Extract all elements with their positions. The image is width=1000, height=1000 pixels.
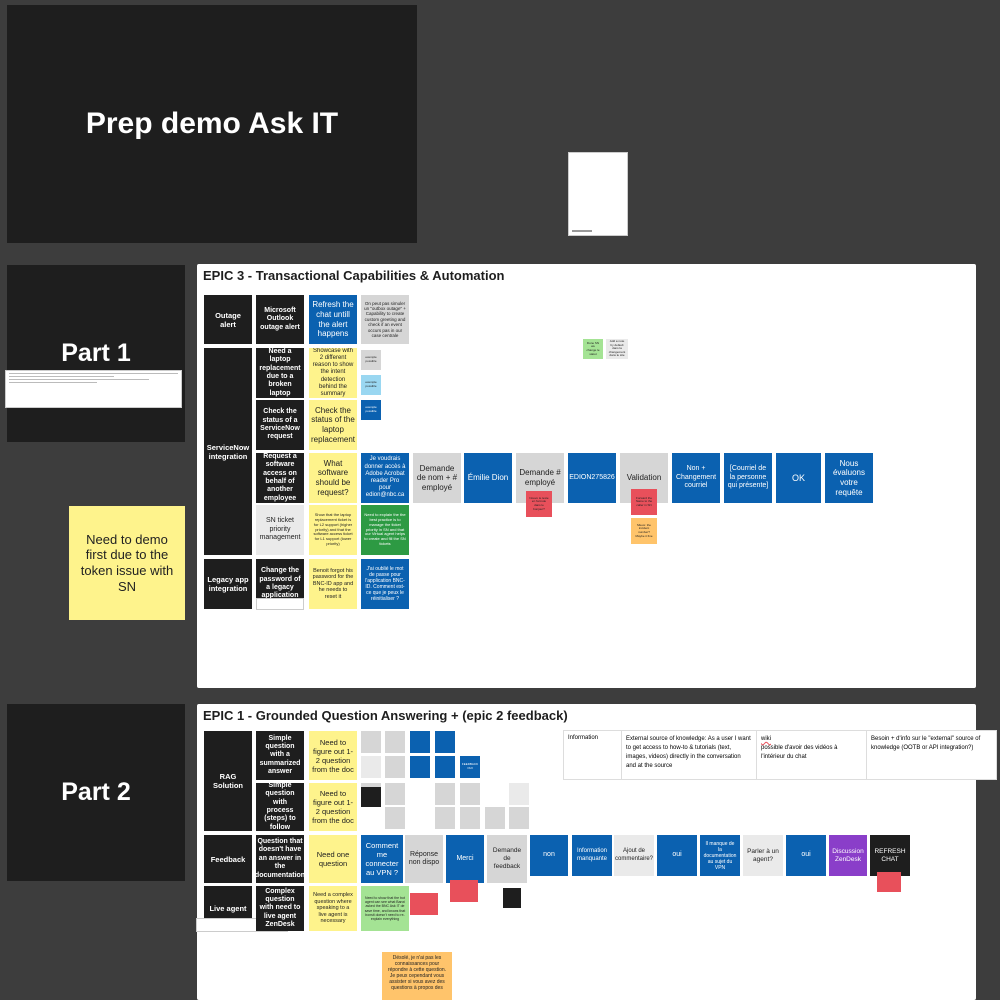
rag-mini-7[interactable] [410,756,430,778]
card-oublie[interactable]: J'ai oublié le mot de passe pour l'appli… [361,559,409,609]
rag-mini-5[interactable] [361,756,381,778]
card-need-complex[interactable]: Need a complex question where speaking t… [309,886,357,931]
card-manque-doc[interactable]: Il manque de la documentation au sujet d… [700,835,740,876]
section-legacy: Legacy app integration [204,559,252,609]
info-table-col2: External source of knowledge: As a user … [622,731,757,779]
card-discussion-zendesk[interactable]: Discussion ZenDesk [829,835,867,876]
card-what-software[interactable]: What software should be request? [309,453,357,503]
card-benoit[interactable]: Benoit forgot his password for the BNC-I… [309,559,357,609]
card-edion[interactable]: EDION275826 [568,453,616,503]
label-no-answer: Question that doesn't have an answer in … [256,835,304,883]
rag-mini-2[interactable] [385,731,405,753]
label-simple-summary: Simple question with a summarized answer [256,731,304,780]
card-non[interactable]: non [530,835,568,876]
card-courriel[interactable]: [Courriel de la personne qui présente] [724,453,772,503]
rag-mini-11[interactable] [435,783,455,805]
epic1-title: EPIC 1 - Grounded Question Answering + (… [203,708,568,723]
rag-mini-17[interactable] [485,807,505,829]
card-figure-out-a[interactable]: Need to figure out 1-2 question from the… [309,731,357,780]
card-demande-nom[interactable]: Demande de nom + # employé [413,453,461,503]
section-feedback: Feedback [204,835,252,883]
card-refresh-chat-2[interactable]: REFRESH CHAT [870,835,910,876]
part1-table-thumbnail[interactable] [5,370,182,408]
rag-mini-12[interactable] [460,783,480,805]
rag-mini-feedback[interactable]: FEEDBACK OUI [460,756,480,778]
part2-card[interactable]: Part 2 [7,704,185,881]
card-outage-note[interactable]: On peut pas simuler un "outbox outage" +… [361,295,409,344]
card-live-green[interactable]: Need to show that the bot agent can see … [361,886,409,931]
card-figure-out-b[interactable]: Need to figure out 1-2 question from the… [309,783,357,831]
rag-mini-13[interactable] [509,783,529,805]
card-desole[interactable]: Désolé, je n'ai pas les connaissances po… [382,952,452,1000]
card-showcase[interactable]: Showcase with 2 different reason to show… [309,348,357,398]
section-servicenow: ServiceNow integration [204,348,252,555]
card-refresh-note[interactable] [877,872,901,892]
card-oui-a[interactable]: oui [657,835,697,876]
rag-mini-16[interactable] [460,807,480,829]
title-card-text: Prep demo Ask IT [85,107,339,140]
title-card[interactable]: Prep demo Ask IT [7,5,417,243]
label-check-status: Check the status of a ServiceNow request [256,400,304,450]
part2-label: Part 2 [61,778,131,806]
card-done-sn[interactable]: Done SN we change le statut [583,339,603,359]
rag-mini-18[interactable] [509,807,529,829]
part1-label: Part 1 [61,339,131,367]
card-refresh-chat[interactable]: Refresh the chat untill the alert happen… [309,295,357,344]
card-comment-vpn[interactable]: Comment me connecter au VPN ? [361,835,403,883]
card-parler-agent[interactable]: Parler à un agent? [743,835,783,876]
sticky-note[interactable]: Need to demo first due to the token issu… [69,506,185,620]
label-software-access: Request a software access on behalf of a… [256,453,304,503]
card-red-note-b[interactable]: Forward the Name to the caller in SN [631,489,657,515]
document-thumbnail[interactable] [568,152,628,236]
rag-mini-10[interactable] [385,783,405,805]
part1-card[interactable]: Part 1 [7,265,185,442]
card-je-voudrais[interactable]: Je voudrais donner accès à Adobe Acrobat… [361,453,409,503]
card-small-note-b[interactable]: exemple possible [361,375,381,395]
rag-mini-1[interactable] [361,731,381,753]
rag-mini-8[interactable] [435,756,455,778]
card-red-note-a[interactable]: Nouvo le texte en formule dans le bonjou… [526,491,552,517]
card-ok[interactable]: OK [776,453,821,503]
card-ajout-commentaire[interactable]: Ajout de commentaire? [614,835,654,876]
section-rag: RAG Solution [204,731,252,831]
section-outage-alert: Outage alert [204,295,252,344]
rag-mini-dark[interactable] [361,787,381,807]
card-oui-b[interactable]: oui [786,835,826,876]
card-non-changement[interactable]: Non + Changement courriel [672,453,720,503]
label-complex: Complex question with need to live agent… [256,886,304,931]
label-laptop-replacement: Need a laptop replacement due to a broke… [256,348,304,398]
info-table-col3: wiki possible d'avoir des vidéos à l'int… [757,731,867,779]
card-merci[interactable]: Merci [446,835,484,883]
card-ticket-show[interactable]: Show that the laptop replacement ticket … [309,505,357,555]
card-ticket-explain[interactable]: Need to explain the the best practice is… [361,505,409,555]
live-red-1[interactable] [410,893,438,915]
info-table[interactable]: Information External source of knowledge… [563,730,997,780]
rag-mini-6[interactable] [385,756,405,778]
rag-mini-3[interactable] [410,731,430,753]
card-emilie-dion[interactable]: Émilie Dion [464,453,512,503]
info-table-col1: Information [564,731,622,779]
card-info-manquante[interactable]: Information manquante [572,835,612,876]
card-check-status[interactable]: Check the status of the laptop replaceme… [309,400,357,450]
card-demande-feedback[interactable]: Demande de feedback [487,835,527,883]
legacy-doc-thumbnail[interactable] [256,598,304,610]
card-nous-evaluons[interactable]: Nous évaluons votre requête [825,453,873,503]
live-dark-1[interactable] [503,888,521,908]
info-table-col4: Besoin + d'info sur le "external" source… [871,736,981,751]
card-small-note-a[interactable]: exemple possible [361,350,381,370]
card-orange-note[interactable]: Mieux: the incident number? Maybe it fin… [631,518,657,544]
label-simple-steps: Simple question with process (steps) to … [256,783,304,831]
card-need-one[interactable]: Need one question [309,835,357,883]
rag-mini-15[interactable] [435,807,455,829]
live-red-2[interactable] [450,880,478,902]
label-ticket-priority-alt: SN ticket priority management [256,505,304,555]
rag-mini-4[interactable] [435,731,455,753]
card-add-note[interactable]: Add a note by default dans la changement… [606,339,628,359]
card-status-mini[interactable]: exemple possible [361,400,381,420]
epic3-title: EPIC 3 - Transactional Capabilities & Au… [203,268,505,283]
card-reponse-non-dispo[interactable]: Réponse non dispo [405,835,443,883]
label-outlook-outage: Microsoft Outlook outage alert [256,295,304,344]
rag-mini-14[interactable] [385,807,405,829]
